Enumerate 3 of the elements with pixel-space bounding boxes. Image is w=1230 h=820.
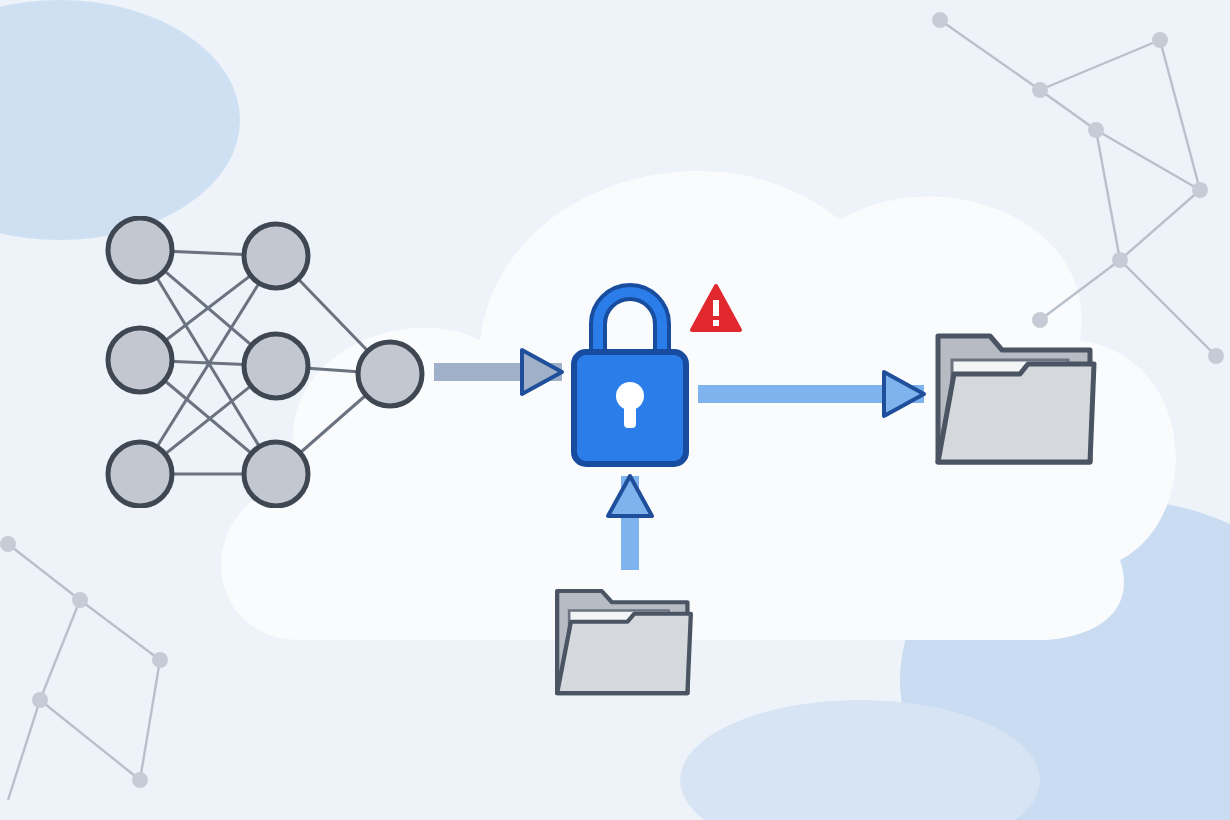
arrow [434,348,564,396]
arrow [606,474,654,570]
arrow [698,370,926,418]
